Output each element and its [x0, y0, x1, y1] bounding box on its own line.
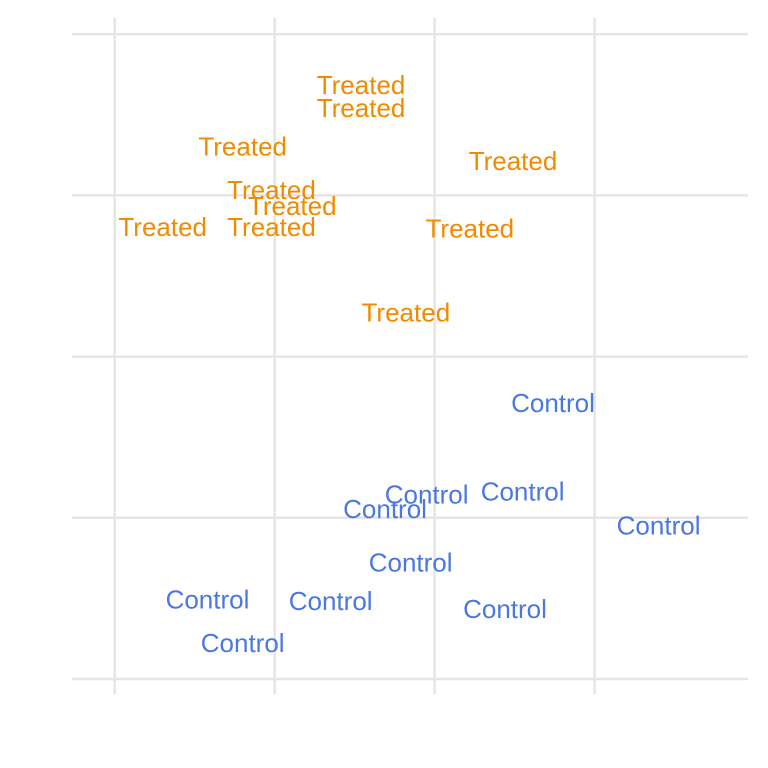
point-label-treated-4: Treated: [469, 146, 558, 176]
grid-layer: [72, 18, 748, 694]
point-label-treated-7: Treated: [118, 212, 207, 242]
point-label-treated-1: Treated: [317, 70, 406, 100]
point-label-control-4: Control: [343, 494, 427, 524]
point-label-control-3: Control: [481, 476, 565, 506]
point-label-control-1: Control: [511, 388, 595, 418]
point-label-control-7: Control: [166, 584, 250, 614]
point-label-control-2: Control: [385, 480, 469, 510]
point-label-control-5: Control: [617, 510, 701, 540]
point-label-control-10: Control: [201, 628, 285, 658]
point-label-treated-2: Treated: [317, 93, 406, 123]
point-label-treated-6: Treated: [248, 191, 337, 221]
point-label-control-8: Control: [289, 586, 373, 616]
point-label-treated-10: Treated: [362, 298, 451, 328]
point-label-treated-3: Treated: [198, 131, 287, 161]
point-label-treated-5: Treated: [227, 175, 316, 205]
point-label-treated-9: Treated: [426, 214, 515, 244]
point-label-control-6: Control: [369, 547, 453, 577]
point-label-treated-8: Treated: [227, 212, 316, 242]
point-label-control-9: Control: [463, 594, 547, 624]
